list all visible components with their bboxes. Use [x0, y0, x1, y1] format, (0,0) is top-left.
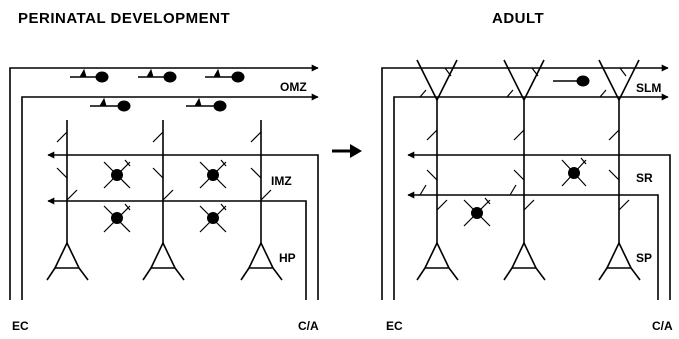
interneuron-icon	[562, 158, 586, 186]
label-slm: SLM	[636, 81, 661, 95]
label-omz: OMZ	[280, 80, 307, 94]
right-ca-pathway	[408, 155, 670, 300]
label-sr: SR	[636, 171, 653, 185]
interneuron-icon	[464, 198, 490, 226]
left-panel-title: PERINATAL DEVELOPMENT	[18, 10, 230, 27]
right-ec-pathway	[382, 68, 668, 300]
interneuron-icon	[104, 204, 130, 232]
interneuron-icon	[200, 204, 226, 232]
right-pyramidal-neurons	[417, 60, 640, 280]
growth-cone-icon	[186, 99, 226, 111]
growth-cone-icon	[70, 70, 108, 82]
right-arrow-icon	[332, 144, 362, 158]
interneuron-icon	[104, 160, 130, 188]
pyramidal-neuron-icon	[143, 120, 184, 280]
pyramidal-neuron-icon	[47, 120, 88, 280]
right-label-ca: C/A	[652, 319, 673, 333]
left-interneurons	[104, 160, 226, 232]
left-label-ec: EC	[12, 319, 29, 333]
interneuron-icon	[200, 160, 226, 188]
pyramidal-neuron-icon	[241, 120, 282, 280]
left-growth-cones	[70, 70, 244, 111]
left-label-ca: C/A	[298, 319, 319, 333]
label-hp: HP	[279, 251, 296, 265]
growth-cone-icon	[90, 99, 130, 111]
left-pyramidal-neurons	[47, 120, 282, 280]
right-label-ec: EC	[386, 319, 403, 333]
label-sp: SP	[636, 251, 652, 265]
right-panel-title: ADULT	[492, 10, 544, 27]
label-imz: IMZ	[271, 174, 292, 188]
growth-cone-icon	[205, 70, 244, 82]
growth-cone-icon	[553, 76, 589, 86]
pyramidal-neuron-icon	[599, 60, 640, 280]
right-interneurons	[464, 158, 586, 226]
growth-cone-icon	[138, 70, 176, 82]
